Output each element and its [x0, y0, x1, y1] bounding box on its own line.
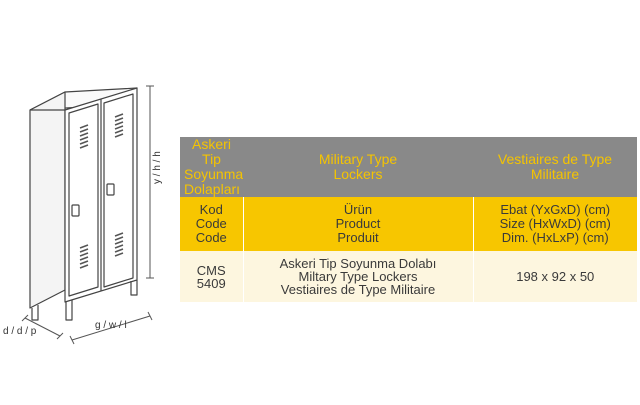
cell-product: Askeri Tip Soyunma Dolabı Miltary Type L… — [242, 251, 473, 302]
subheader-size: Ebat (YxGxD) (cm) Size (HxWxD) (cm) Dim.… — [472, 197, 637, 251]
cell-size: 198 x 92 x 50 — [472, 251, 637, 302]
subheader-product: Ürün Product Produit — [242, 197, 473, 251]
subheader-code: Kod Code Code — [180, 197, 243, 251]
header-english: Military Type Lockers — [243, 137, 473, 197]
table-header-row: Askeri Tip Soyunma Dolapları Military Ty… — [180, 137, 637, 197]
table-subheader-row: Kod Code Code Ürün Product Produit Ebat … — [180, 197, 637, 251]
table-row: CMS 5409 Askeri Tip Soyunma Dolabı Milta… — [180, 251, 637, 302]
locker-drawing: y / h / h d / d / p g / w / l — [0, 0, 180, 400]
header-french: Vestiaires de Type Militaire — [473, 137, 637, 197]
cell-code: CMS 5409 — [180, 251, 243, 302]
locker-spec-table: Askeri Tip Soyunma Dolapları Military Ty… — [180, 137, 637, 302]
header-turkish: Askeri Tip Soyunma Dolapları — [180, 137, 243, 197]
depth-dimension-label: d / d / p — [3, 326, 37, 337]
height-dimension-label: y / h / h — [152, 151, 163, 184]
width-dimension-label: g / w / l — [95, 320, 127, 331]
locker-illustration — [21, 85, 154, 345]
